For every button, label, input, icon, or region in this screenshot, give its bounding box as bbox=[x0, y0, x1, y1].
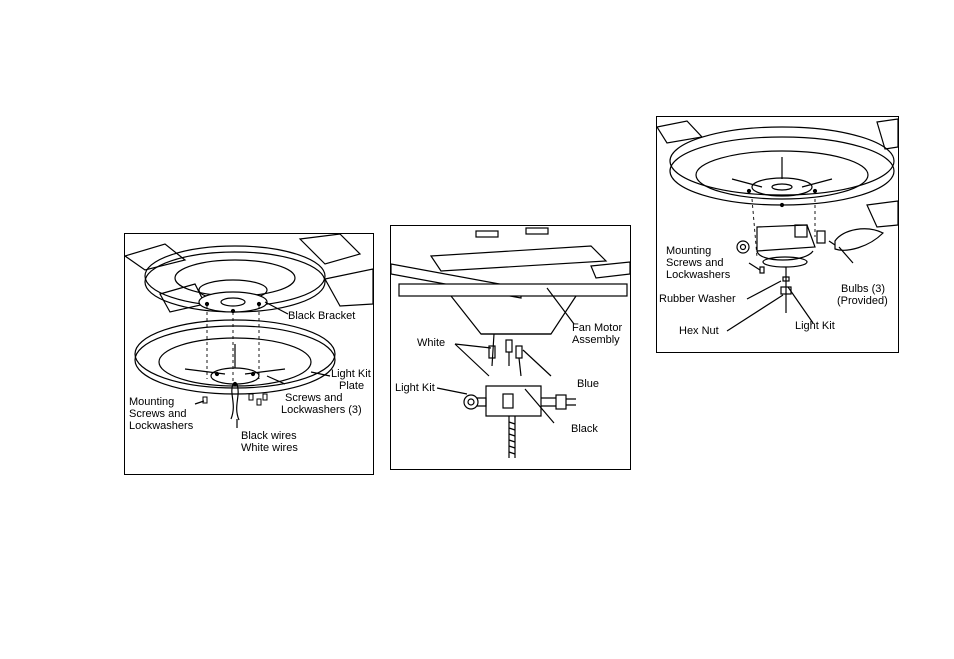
label-blue: Blue bbox=[577, 378, 599, 390]
label-mounting-screws-line1: Mounting bbox=[666, 245, 711, 257]
label-mounting-screws-line3: Lockwashers bbox=[129, 420, 193, 432]
label-mounting-screws-line3: Lockwashers bbox=[666, 269, 730, 281]
label-white-wires: White wires bbox=[241, 442, 298, 454]
diagram-panel-wiring: Fan Motor Assembly White Blue Light Kit … bbox=[390, 225, 631, 470]
label-light-kit: Light Kit bbox=[395, 382, 435, 394]
label-black-bracket: Black Bracket bbox=[288, 310, 355, 322]
label-white: White bbox=[417, 337, 445, 349]
label-black: Black bbox=[571, 423, 598, 435]
label-fan-motor-line1: Fan Motor bbox=[572, 322, 622, 334]
diagram-panel-light-kit-plate: Black Bracket Light Kit Plate Screws and… bbox=[124, 233, 374, 475]
label-bulbs-line1: Bulbs (3) bbox=[841, 283, 885, 295]
label-mounting-screws-line2: Screws and bbox=[129, 408, 186, 420]
label-fan-motor-line2: Assembly bbox=[572, 334, 620, 346]
label-light-kit: Light Kit bbox=[795, 320, 835, 332]
label-mounting-screws-line1: Mounting bbox=[129, 396, 174, 408]
label-mounting-screws-line2: Screws and bbox=[666, 257, 723, 269]
label-light-kit-plate-line2: Plate bbox=[339, 380, 364, 392]
label-bulbs-line2: (Provided) bbox=[837, 295, 888, 307]
light-kit-bulbs-drawing bbox=[657, 117, 898, 352]
label-light-kit-plate-line1: Light Kit bbox=[331, 368, 371, 380]
label-rubber-washer: Rubber Washer bbox=[659, 293, 736, 305]
label-screws-lockwashers-line1: Screws and bbox=[285, 392, 342, 404]
label-hex-nut: Hex Nut bbox=[679, 325, 719, 337]
label-screws-lockwashers-line2: Lockwashers (3) bbox=[281, 404, 362, 416]
label-black-wires: Black wires bbox=[241, 430, 297, 442]
diagram-panel-light-kit-bulbs: Mounting Screws and Lockwashers Rubber W… bbox=[656, 116, 899, 353]
